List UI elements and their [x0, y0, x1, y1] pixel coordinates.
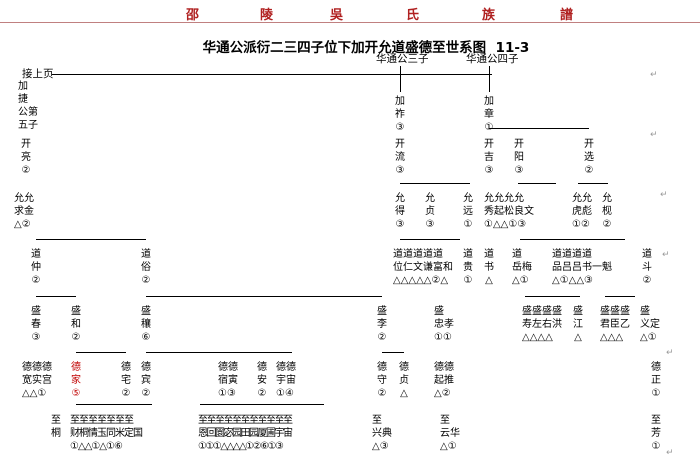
- branch-line: [605, 296, 635, 297]
- branch-line: [146, 352, 292, 353]
- node-shengjiang: 盛 江 △: [573, 306, 583, 343]
- node-kailiu: 开 流 ③: [395, 139, 405, 176]
- branch-line: [76, 352, 126, 353]
- title-text: 华通公派衍二三四子位下加开允道盛德至世系图: [202, 40, 487, 56]
- branch-line: [489, 66, 490, 92]
- node-sheng-group: 盛盛盛盛 寿左右洪 △△△△: [522, 306, 562, 343]
- node-shengzhong: 盛 忠孝 ①①: [434, 306, 454, 343]
- node-shengchun: 盛 春 ③: [31, 306, 41, 343]
- node-daogui: 道 贵 ①: [463, 249, 473, 286]
- branch-line: [400, 183, 470, 184]
- node-yun-hu: 允允 虎彪 ①②: [572, 193, 592, 230]
- branch-line: [400, 239, 460, 240]
- continued-label: 接上页: [22, 68, 54, 80]
- header-char: 氏: [406, 8, 420, 23]
- header-char: 陵: [260, 8, 274, 23]
- branch-line: [76, 404, 152, 405]
- paragraph-mark: ↵: [662, 250, 670, 260]
- node-zhitong: 至 桐: [51, 415, 61, 439]
- node-jiazuo: 加 祚 ③: [395, 96, 405, 133]
- header-char: 族: [482, 8, 496, 23]
- node-daoyu: 道 俗 ②: [141, 249, 151, 286]
- node-daoshu: 道 书 △: [484, 249, 494, 286]
- paragraph-mark: ↵: [650, 130, 658, 140]
- root-line: [52, 74, 492, 75]
- paragraph-mark: ↵: [666, 448, 674, 458]
- branch-line: [146, 296, 382, 297]
- branch-line: [578, 183, 608, 184]
- header-char: 邵: [186, 8, 200, 23]
- node-shenghe: 盛 和 ②: [71, 306, 81, 343]
- paragraph-mark: ↵: [660, 190, 668, 200]
- third-son-label: 华通公三子: [376, 53, 429, 65]
- node-yunyuan: 允 远 ①: [463, 193, 473, 230]
- node-jiazhang: 加 章 ①: [484, 96, 494, 133]
- node-daodou: 道 斗 ②: [642, 249, 652, 286]
- node-de-group3: 德德 宇宙 ①④: [276, 362, 296, 399]
- node-dean: 德 安 ②: [257, 362, 267, 399]
- node-zhifang: 至 芳 ①: [651, 415, 661, 452]
- branch-line: [400, 66, 401, 92]
- node-kaiyang: 开 阳 ③: [514, 139, 524, 176]
- node-shengyi: 盛 义定 △①: [640, 306, 660, 343]
- node-yunde: 允 得 ③: [395, 193, 405, 230]
- paragraph-mark: ↵: [650, 70, 658, 80]
- node-daozhong: 道 仲 ②: [31, 249, 41, 286]
- node-dao-group: 道道道道道 位仁文谦富和 △△△△△②△: [393, 249, 453, 286]
- node-dezheng: 德 正 ①: [651, 362, 661, 399]
- paragraph-mark: ↵: [666, 348, 674, 358]
- page-title: 华通公派衍二三四子位下加开允道盛德至世系图 11-3: [186, 36, 546, 56]
- header-char: 吳: [330, 8, 344, 23]
- branch-line: [489, 128, 589, 129]
- node-yun-qiujin: 允允 求金 △②: [14, 193, 34, 230]
- header-rule: [0, 22, 700, 23]
- node-de-group: 德德德 宽实宫 △△①: [22, 362, 52, 399]
- node-yunzhen: 允 贞 ③: [425, 193, 435, 230]
- branch-line: [518, 183, 556, 184]
- node-shengli: 盛 李 ②: [377, 306, 387, 343]
- node-kaixuan: 开 选 ②: [584, 139, 594, 176]
- node-dao-group2: 道道道道 品吕吕书一魁 △①△△③: [552, 249, 612, 286]
- node-dezhen: 德 贞 △: [399, 362, 409, 399]
- node-deshou: 德 守 ②: [377, 362, 387, 399]
- node-yunshi: 允 枧 ②: [602, 193, 612, 230]
- branch-line: [36, 296, 76, 297]
- node-dejia: 德 家 ⑤: [71, 362, 81, 399]
- chart-number: 11-3: [495, 40, 530, 56]
- node-shengrang: 盛 穰 ⑥: [141, 306, 151, 343]
- node-jiajie: 加 捷 公第 五子: [18, 81, 38, 131]
- node-kailiang: 开 亮 ②: [21, 139, 31, 176]
- node-de-group2: 德德 宿寅 ①③: [218, 362, 238, 399]
- branch-line: [382, 352, 404, 353]
- branch-line: [520, 239, 625, 240]
- node-desu: 德 宾 ②: [141, 362, 151, 399]
- node-zhiyun: 至 云华 △①: [440, 415, 460, 452]
- node-kaiji: 开 吉 ③: [484, 139, 494, 176]
- node-sheng-group2: 盛盛盛 君臣乙 △△△: [600, 306, 630, 343]
- node-de-group4: 德德 起推 △②: [434, 362, 454, 399]
- node-zhi-group: 至至至至至至至 财桐情玉同米定国 ①△△①△①⑥: [70, 415, 143, 452]
- branch-line: [200, 404, 324, 405]
- node-yun-group: 允允允允 秀起松良文 ①△△①③: [484, 193, 534, 230]
- node-daoyue: 道 岳梅 △①: [512, 249, 532, 286]
- branch-line: [525, 296, 580, 297]
- branch-line: [36, 239, 146, 240]
- header-char: 譜: [560, 8, 574, 23]
- node-zhi-group2: 至至至至至至至至至至至 恩回圜宓园田园厦圃宇宙 ①①①△△△△①②⑥①③: [198, 415, 293, 452]
- node-zhixing: 至 兴典 △③: [372, 415, 392, 452]
- fourth-son-label: 华通公四子: [466, 53, 519, 65]
- node-dezhai: 德 宅 ②: [121, 362, 131, 399]
